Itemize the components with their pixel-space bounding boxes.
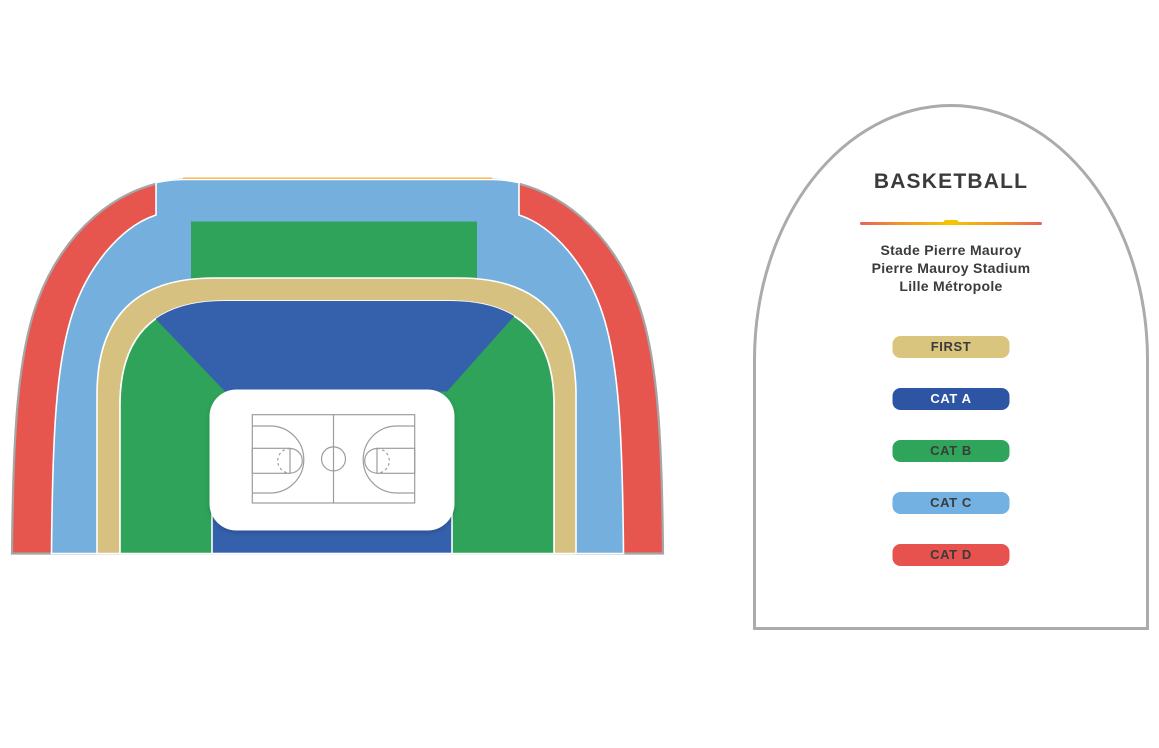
three-point-line-right — [362, 425, 415, 494]
venue-name-line-1: Stade Pierre Mauroy — [880, 242, 1022, 258]
free-throw-arc-left — [289, 447, 303, 474]
section-cat-a-upper[interactable] — [136, 299, 530, 392]
event-title: BASKETBALL — [873, 170, 1029, 193]
venue-name: Stade Pierre Mauroy Pierre Mauroy Stadiu… — [756, 241, 1146, 295]
key-left — [251, 447, 291, 474]
court-panel — [209, 389, 455, 531]
category-badge-cat-c[interactable]: CAT C — [892, 492, 1010, 514]
free-throw-arc-dashed-left — [277, 447, 291, 474]
venue-name-line-3: Lille Métropole — [899, 278, 1003, 294]
free-throw-arc-right — [364, 447, 378, 474]
legend-divider — [860, 222, 1042, 225]
category-badge-cat-a[interactable]: CAT A — [892, 388, 1010, 410]
free-throw-arc-dashed-right — [376, 447, 390, 474]
category-badge-first[interactable]: FIRST — [892, 336, 1010, 358]
court-center-circle — [320, 446, 347, 472]
three-point-line-left — [252, 425, 305, 494]
category-badge-cat-d[interactable]: CAT D — [892, 544, 1010, 566]
legend-card: BASKETBALL Stade Pierre Mauroy Pierre Ma… — [753, 104, 1149, 630]
category-badge-cat-b[interactable]: CAT B — [892, 440, 1010, 462]
key-right — [376, 447, 416, 474]
venue-name-line-2: Pierre Mauroy Stadium — [871, 260, 1031, 276]
basketball-court — [251, 414, 416, 504]
